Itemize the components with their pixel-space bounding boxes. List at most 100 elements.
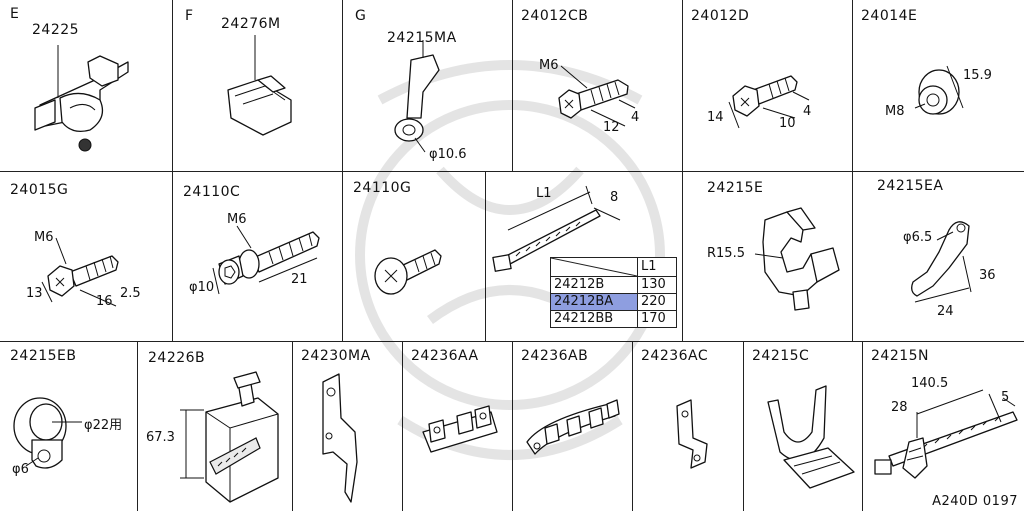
grid-line bbox=[682, 0, 683, 171]
table-cell-part: 24212B bbox=[550, 276, 638, 294]
bolt-24012cb-drawing bbox=[558, 65, 636, 127]
clamp-24215e-drawing bbox=[754, 207, 840, 311]
cell-24236ab: 24236AB bbox=[513, 342, 632, 511]
cell-24226b: 24226B 67.3 bbox=[138, 342, 292, 511]
cell-24215c: 24215C bbox=[744, 342, 862, 511]
cell-24215e: 24215E R15.5 bbox=[683, 172, 852, 341]
dim-tie-length: L1 bbox=[536, 186, 552, 201]
cell-24215ea: 24215EA φ6.5 36 24 bbox=[853, 172, 1024, 341]
grid-line bbox=[743, 341, 744, 511]
dim-width: 5 bbox=[1001, 390, 1010, 405]
part-number-24236ac: 24236AC bbox=[641, 348, 709, 364]
part-number-24276m: 24276M bbox=[221, 16, 281, 32]
grid-line bbox=[0, 171, 1024, 172]
grid-line bbox=[512, 341, 513, 511]
dim-length: 21 bbox=[291, 272, 308, 287]
clip-24225-drawing bbox=[34, 45, 129, 152]
part-number-24215ea: 24215EA bbox=[877, 178, 944, 194]
part-number-24230ma: 24230MA bbox=[301, 348, 371, 364]
grid-line bbox=[172, 0, 173, 171]
part-number-24215ma: 24215MA bbox=[387, 30, 457, 46]
dim-thread: M6 bbox=[227, 212, 247, 227]
cell-24110g: 24110G bbox=[343, 172, 485, 341]
grid-line bbox=[342, 171, 343, 341]
dim-length: 140.5 bbox=[911, 376, 949, 391]
dim-height: 67.3 bbox=[146, 430, 175, 445]
cell-24012cb: 24012CB M6 12 4 bbox=[513, 0, 682, 171]
holder-24226b-drawing bbox=[180, 371, 279, 503]
part-number-24012cb: 24012CB bbox=[521, 8, 589, 24]
dim-tip: 4 bbox=[803, 104, 812, 119]
grid-line bbox=[342, 0, 343, 171]
table-cell-value: 220 bbox=[637, 293, 677, 311]
section-letter-e: E bbox=[10, 6, 20, 22]
table-corner-cell bbox=[550, 257, 638, 277]
terminal-24236aa-drawing bbox=[422, 405, 498, 453]
clip-24215ma-drawing bbox=[394, 40, 440, 153]
dim-head: 13 bbox=[26, 286, 43, 301]
grid-line bbox=[292, 341, 293, 511]
tie-24215n-drawing bbox=[874, 389, 1018, 479]
clip-24215ea-drawing bbox=[911, 221, 972, 303]
bolt-24012d-drawing bbox=[728, 75, 810, 129]
part-number-24012d: 24012D bbox=[691, 8, 750, 24]
table-cell-part: 24212BB bbox=[550, 310, 638, 328]
clip-24215c-drawing bbox=[767, 385, 855, 489]
clip-24276m-drawing bbox=[227, 35, 292, 136]
diagram-code: A240D 0197 bbox=[932, 494, 1018, 509]
table-cell-part-highlighted: 24212BA bbox=[550, 293, 638, 311]
clip-24215eb-drawing bbox=[13, 397, 82, 469]
bolt-24015g-drawing bbox=[41, 237, 119, 307]
table-row: 24212BA 220 bbox=[550, 293, 677, 311]
dim-tip: 2.5 bbox=[120, 286, 141, 301]
part-number-24014e: 24014E bbox=[861, 8, 918, 24]
table-header-l1: L1 bbox=[637, 257, 677, 277]
dim-thread: M6 bbox=[34, 230, 54, 245]
dim-diameter-use: φ22用 bbox=[84, 418, 123, 433]
grid-line bbox=[485, 171, 486, 341]
dim-hole-diameter: φ6 bbox=[12, 462, 29, 477]
dim-tie-head: 8 bbox=[610, 190, 619, 205]
dim-height: 15.9 bbox=[963, 68, 992, 83]
part-number-24236ab: 24236AB bbox=[521, 348, 589, 364]
cell-24014e: 24014E 15.9 M8 bbox=[853, 0, 1024, 171]
dim-thread: M6 bbox=[539, 58, 559, 73]
cell-24215ma: G 24215MA φ10.6 bbox=[343, 0, 512, 171]
dim-thread: M8 bbox=[885, 104, 905, 119]
part-number-24215n: 24215N bbox=[871, 348, 930, 364]
table-cell-value: 130 bbox=[637, 276, 677, 294]
cell-cable-tie: L1 8 bbox=[486, 172, 682, 341]
table-row: 24212B 130 bbox=[550, 276, 677, 294]
cell-24236ac: 24236AC bbox=[633, 342, 743, 511]
cell-24012d: 24012D 14 10 4 bbox=[683, 0, 852, 171]
grid-line bbox=[512, 0, 513, 171]
terminal-24236ab-drawing bbox=[526, 399, 620, 455]
cell-24215eb: 24215EB φ22用 φ6 bbox=[0, 342, 137, 511]
part-number-24015g: 24015G bbox=[10, 182, 69, 198]
dim-width: 24 bbox=[937, 304, 954, 319]
part-number-24215e: 24215E bbox=[707, 180, 764, 196]
tie-length-table: L1 24212B 130 24212BA 220 24212BB 170 bbox=[550, 257, 677, 328]
part-number-24225: 24225 bbox=[32, 22, 80, 38]
bracket-24230ma-drawing bbox=[322, 373, 358, 503]
dim-radius: R15.5 bbox=[707, 246, 745, 261]
dim-offset: 28 bbox=[891, 400, 908, 415]
table-cell-value: 170 bbox=[637, 310, 677, 328]
cell-24215n: 24215N 140.5 28 5 bbox=[863, 342, 1024, 511]
grid-line bbox=[632, 341, 633, 511]
dim-length: 12 bbox=[603, 120, 620, 135]
cable-tie-drawing bbox=[492, 185, 621, 272]
table-diagonal bbox=[551, 258, 637, 276]
grid-line bbox=[137, 341, 138, 511]
table-header-row: L1 bbox=[550, 257, 677, 277]
grid-line bbox=[682, 171, 683, 341]
dim-height: 36 bbox=[979, 268, 996, 283]
cell-24015g: 24015G M6 13 16 2.5 bbox=[0, 172, 172, 341]
dim-length: 16 bbox=[96, 294, 113, 309]
stud-24110g-drawing bbox=[374, 249, 442, 295]
part-number-24226b: 24226B bbox=[148, 350, 206, 366]
dim-length: 10 bbox=[779, 116, 796, 131]
cell-24236aa: 24236AA bbox=[403, 342, 512, 511]
part-number-24215eb: 24215EB bbox=[10, 348, 77, 364]
